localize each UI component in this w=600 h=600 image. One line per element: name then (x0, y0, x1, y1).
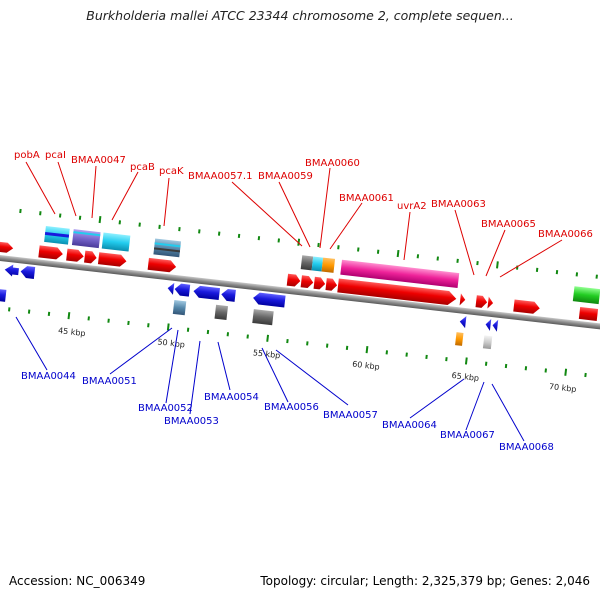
chromosome-backbone (0, 252, 600, 334)
forward-gene-arrows (0, 240, 599, 321)
gene-label-BMAA0051[interactable]: BMAA0051 (82, 376, 137, 387)
reverse-callout-lines (15, 316, 525, 442)
gene-label-BMAA0066[interactable]: BMAA0066 (538, 229, 593, 240)
gene-label-BMAA0057[interactable]: BMAA0057 (323, 410, 378, 421)
upper-tick-track (19, 208, 598, 279)
gene-label-pobA[interactable]: pobA (14, 150, 40, 161)
forward-feature-track (44, 225, 600, 305)
gene-label-BMAA0059[interactable]: BMAA0059 (258, 171, 313, 182)
scale-label-65kbp: 65 kbp (451, 371, 479, 383)
scale-label-45kbp: 45 kbp (58, 326, 86, 338)
reverse-feature-track (172, 300, 493, 350)
gene-label-BMAA0057.1[interactable]: BMAA0057.1 (188, 171, 252, 182)
gene-label-BMAA0068[interactable]: BMAA0068 (499, 442, 554, 453)
gene-label-BMAA0056[interactable]: BMAA0056 (264, 402, 319, 413)
reverse-gene-arrows (0, 264, 499, 332)
accession-text: Accession: NC_006349 (9, 574, 146, 588)
gene-label-BMAA0063[interactable]: BMAA0063 (431, 199, 486, 210)
gene-label-pcaI[interactable]: pcaI (45, 150, 66, 161)
gene-label-BMAA0044[interactable]: BMAA0044 (21, 371, 76, 382)
gene-label-BMAA0064[interactable]: BMAA0064 (382, 420, 437, 431)
summary-text: Topology: circular; Length: 2,325,379 bp… (260, 574, 590, 588)
gene-label-BMAA0061[interactable]: BMAA0061 (339, 193, 394, 204)
scale-label-60kbp: 60 kbp (352, 360, 380, 372)
scale-label-55kbp: 55 kbp (252, 348, 280, 360)
gene-label-BMAA0060[interactable]: BMAA0060 (305, 158, 360, 169)
scale-label-50kbp: 50 kbp (157, 337, 185, 349)
gene-label-BMAA0053[interactable]: BMAA0053 (164, 416, 219, 427)
gene-label-BMAA0047[interactable]: BMAA0047 (71, 155, 126, 166)
gene-label-BMAA0052[interactable]: BMAA0052 (138, 403, 193, 414)
gene-label-BMAA0067[interactable]: BMAA0067 (440, 430, 495, 441)
gene-label-pcaB[interactable]: pcaB (130, 162, 155, 173)
scale-label-70kbp: 70 kbp (548, 382, 576, 394)
map-title: Burkholderia mallei ATCC 23344 chromosom… (86, 8, 514, 23)
forward-callout-lines (25, 161, 563, 278)
lower-tick-track (8, 307, 587, 378)
gene-label-BMAA0054[interactable]: BMAA0054 (204, 392, 259, 403)
gene-label-BMAA0065[interactable]: BMAA0065 (481, 219, 536, 230)
gene-label-uvrA2[interactable]: uvrA2 (397, 201, 427, 212)
gene-label-pcaK[interactable]: pcaK (159, 166, 184, 177)
